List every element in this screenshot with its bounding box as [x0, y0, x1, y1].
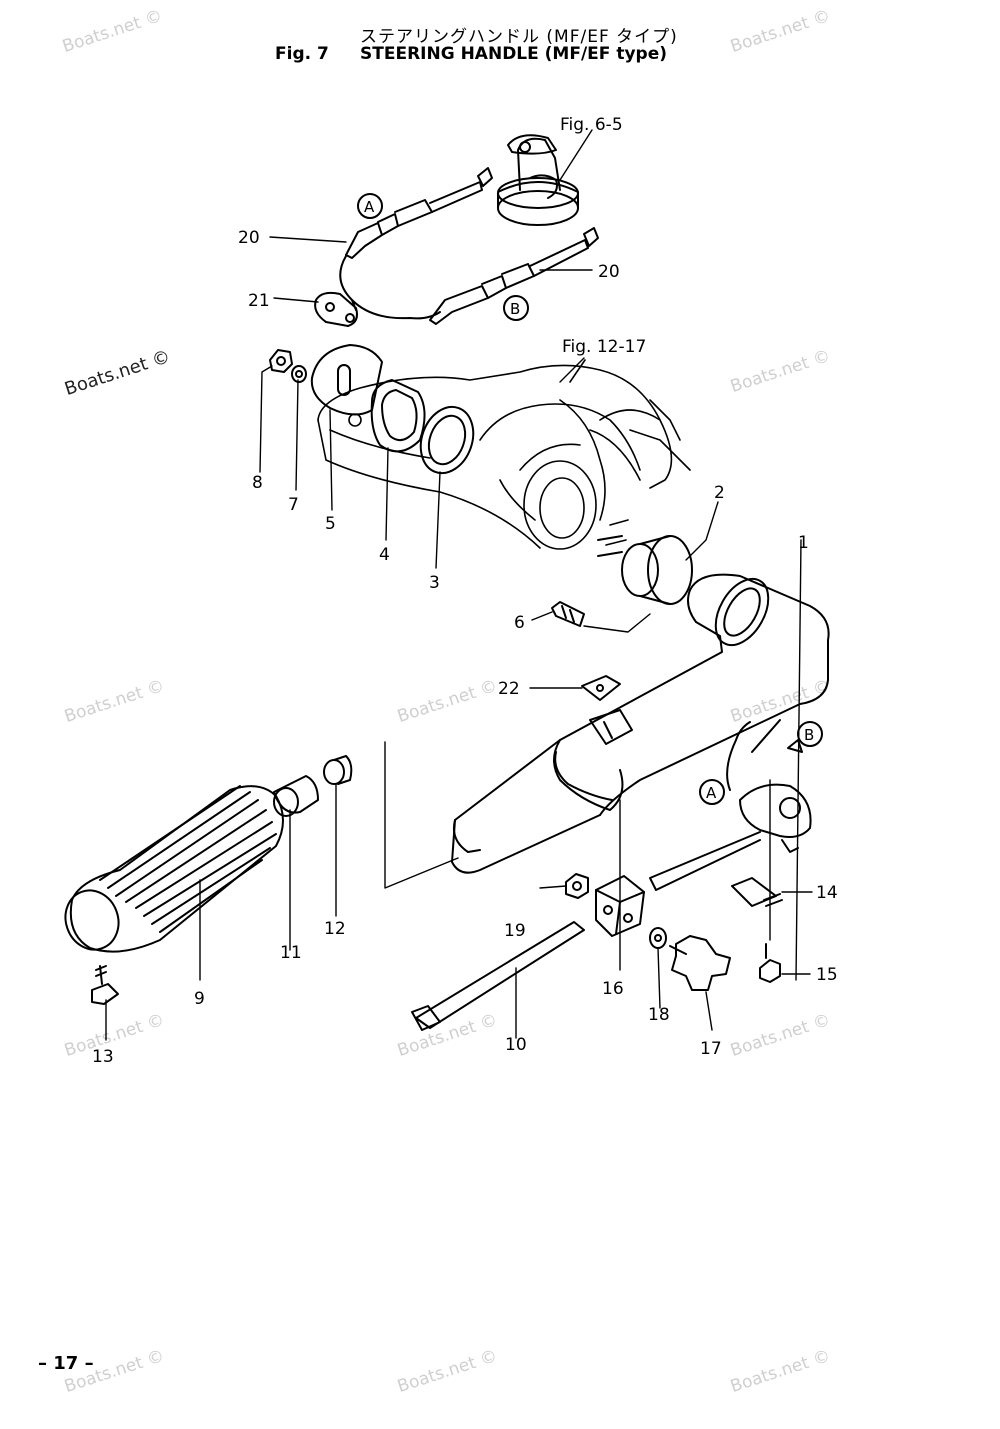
steering-handle-arm [451, 573, 830, 874]
callout-b-label: B [804, 726, 814, 744]
friction-knob [669, 935, 731, 991]
gasket-inner [370, 379, 426, 453]
part-label: 6 [514, 613, 525, 633]
ref-fig-12-17: Fig. 12-17 [562, 337, 646, 357]
throttle-joint [649, 719, 812, 891]
throttle-cable-b [351, 227, 599, 325]
part-label: 13 [92, 1047, 114, 1067]
leader-lines [105, 129, 813, 1041]
washer [291, 365, 307, 383]
cable-bracket [314, 291, 358, 327]
part-label: 19 [504, 921, 526, 941]
part-label: 18 [648, 1005, 670, 1025]
handle-bolt [551, 601, 585, 627]
callout-b-circle [503, 295, 823, 747]
clamp-nut [565, 873, 589, 899]
fig-6-5-component [497, 134, 579, 226]
part-label: 7 [288, 495, 299, 515]
part-label: 22 [498, 679, 520, 699]
part-label: 4 [379, 545, 390, 565]
callout-a-label: A [364, 198, 375, 216]
part-label: 12 [324, 919, 346, 939]
part-label: 21 [248, 291, 270, 311]
part-label: 8 [252, 473, 263, 493]
friction-plate [581, 675, 621, 701]
part-label: 11 [280, 943, 302, 963]
grip-bushing [323, 755, 353, 785]
throttle-cable-a [339, 167, 493, 320]
callout-a-label: A [706, 784, 717, 802]
part-label: 15 [816, 965, 838, 985]
handle-bushing [597, 535, 693, 605]
throttle-grip [64, 785, 284, 953]
part-label: 1 [798, 533, 809, 553]
part-label: 20 [598, 262, 620, 282]
part-label: 9 [194, 989, 205, 1009]
page-title-jp: ステアリングハンドル (MF/EF タイプ) [360, 27, 678, 47]
part-label: 5 [325, 514, 336, 534]
page-title: STEERING HANDLE (MF/EF type) [360, 44, 667, 64]
lower-cowling [317, 359, 691, 550]
clamp-washer [649, 927, 667, 949]
figure-number: Fig. 7 [275, 44, 329, 64]
gasket-outer [419, 405, 475, 475]
stopper-plate [731, 877, 783, 907]
mount-plate [310, 344, 383, 416]
callout-a-circle [357, 193, 725, 805]
part-label: 10 [505, 1035, 527, 1055]
part-label: 17 [700, 1039, 722, 1059]
nut [269, 349, 293, 373]
part-label: 2 [714, 483, 725, 503]
part-label: 14 [816, 883, 838, 903]
callout-b-label: B [510, 300, 520, 318]
grip-collar [273, 775, 319, 817]
throttle-shaft [411, 921, 585, 1031]
part-label: 16 [602, 979, 624, 999]
part-label: 20 [238, 228, 260, 248]
grip-screw [91, 965, 119, 1005]
screw [759, 943, 781, 983]
ref-fig-6-5: Fig. 6-5 [560, 115, 623, 135]
part-label: 3 [429, 573, 440, 593]
page-number: – 17 – [38, 1353, 94, 1374]
